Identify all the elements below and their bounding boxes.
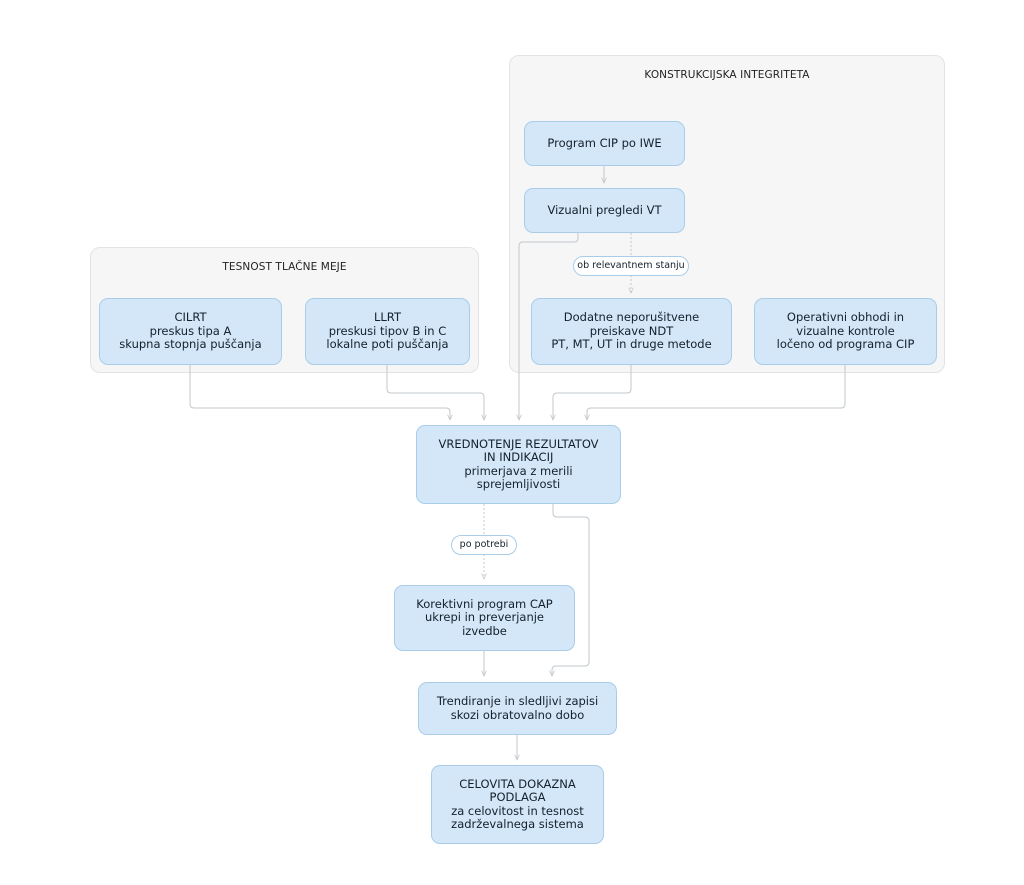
node-cilrt: CILRT preskus tipa A skupna stopnja pušč… bbox=[99, 298, 282, 365]
node-llrt-line: preskusi tipov B in C bbox=[328, 323, 447, 338]
edge-obhodi-to-vrednotenje bbox=[587, 365, 846, 420]
node-llrt-line: LLRT bbox=[373, 310, 401, 325]
node-cap-line: izvedbe bbox=[462, 623, 507, 638]
node-program-cip-line: Program CIP po IWE bbox=[547, 135, 662, 150]
node-ndt-preiskave: Dodatne neporušitvene preiskave NDT PT, … bbox=[531, 298, 732, 365]
node-celovita-dokazna-podlaga: CELOVITA DOKAZNA PODLAGA za celovitost i… bbox=[431, 765, 604, 844]
node-cap-line: Korektivni program CAP bbox=[416, 596, 553, 611]
node-podlaga-line: CELOVITA DOKAZNA bbox=[459, 776, 576, 791]
edge-llrt-to-vrednotenje bbox=[386, 365, 484, 420]
node-vrednotenje-line: VREDNOTENJE REZULTATOV bbox=[438, 436, 599, 451]
edge-cilrt-to-vrednotenje bbox=[189, 365, 450, 420]
node-podlaga-line: zadrževalnega sistema bbox=[451, 817, 584, 831]
node-trendiranje-line: skozi obratovalno dobo bbox=[450, 707, 585, 722]
node-podlaga-line: za celovitost in tesnost bbox=[451, 803, 584, 818]
node-trendiranje-line: Trendiranje in sledljivi zapisi bbox=[436, 694, 599, 708]
cluster-title-integriteta: KONSTRUKCIJSKA INTEGRITETA bbox=[644, 69, 810, 81]
edge-ndt-to-vrednotenje bbox=[553, 365, 632, 420]
node-ndt-line: Dodatne neporušitvene bbox=[563, 310, 700, 325]
node-ndt-line: preiskave NDT bbox=[589, 323, 674, 338]
node-vrednotenje-line: IN INDIKACIJ bbox=[483, 450, 554, 464]
node-vizualni-pregledi: Vizualni pregledi VT bbox=[524, 188, 685, 233]
node-vrednotenje-line: sprejemljivosti bbox=[476, 477, 561, 491]
node-vrednotenje-line: primerjava z merili bbox=[464, 463, 573, 478]
node-cilrt-line: CILRT bbox=[174, 310, 207, 325]
edge-vt-to-vrednotenje bbox=[519, 233, 579, 420]
node-vizualni-pregledi-line: Vizualni pregledi VT bbox=[547, 202, 662, 217]
node-korektivni-program: Korektivni program CAP ukrepi in preverj… bbox=[394, 585, 575, 651]
node-cilrt-line: preskus tipa A bbox=[149, 323, 232, 338]
node-program-cip: Program CIP po IWE bbox=[524, 121, 685, 166]
node-llrt: LLRT preskusi tipov B in C lokalne poti … bbox=[305, 298, 470, 365]
node-obhodi-line: vizualne kontrole bbox=[796, 323, 895, 338]
node-operativni-obhodi: Operativni obhodi in vizualne kontrole l… bbox=[754, 298, 937, 365]
node-obhodi-line: ločeno od programa CIP bbox=[776, 337, 915, 352]
node-trendiranje: Trendiranje in sledljivi zapisi skozi ob… bbox=[418, 682, 617, 735]
node-obhodi-line: Operativni obhodi in bbox=[786, 310, 905, 325]
edge-label-ob-relevantnem-stanju: ob relevantnem stanju bbox=[573, 256, 689, 276]
node-llrt-line: lokalne poti puščanja bbox=[326, 337, 449, 352]
node-podlaga-line: PODLAGA bbox=[489, 790, 546, 804]
cluster-title-tesnost: TESNOST TLAČNE MEJE bbox=[222, 261, 347, 273]
node-ndt-line: PT, MT, UT in druge metode bbox=[551, 337, 712, 352]
node-vrednotenje: VREDNOTENJE REZULTATOV IN INDIKACIJ prim… bbox=[416, 425, 621, 504]
node-cilrt-line: skupna stopnja puščanja bbox=[119, 337, 262, 352]
edge-vrednotenje-to-trendiranje bbox=[552, 504, 590, 676]
edge-label-po-potrebi: po potrebi bbox=[451, 535, 517, 555]
node-cap-line: ukrepi in preverjanje bbox=[424, 610, 545, 625]
